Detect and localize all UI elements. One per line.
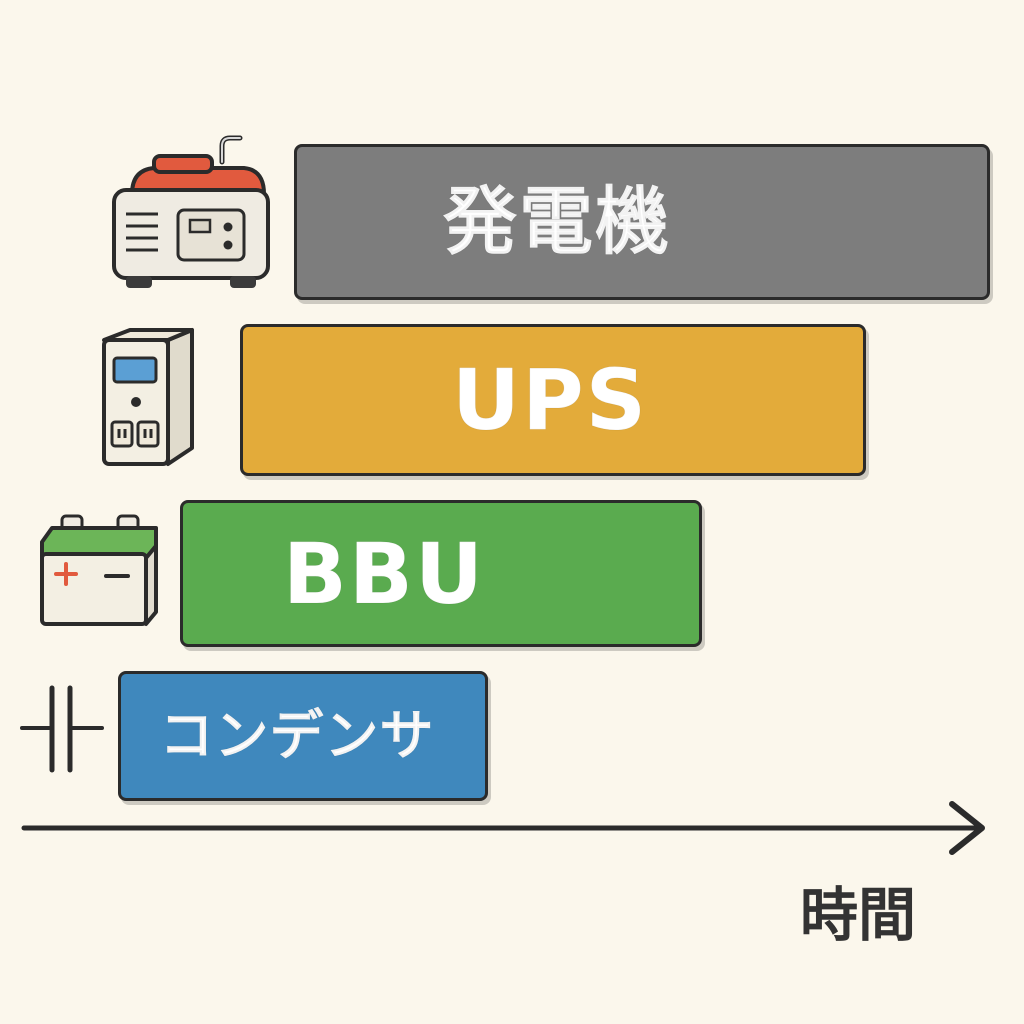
battery-icon	[40, 514, 158, 626]
capacitor-bar-label: コンデンサ	[159, 704, 435, 767]
capacitor-bar: コンデンサ	[118, 671, 488, 801]
capacitor-icon	[20, 685, 104, 773]
ups-icon	[102, 328, 194, 466]
time-axis-arrow	[21, 801, 985, 855]
ups-bar-label: UPS	[451, 351, 649, 449]
generator-icon	[112, 135, 270, 288]
time-axis-label: 時間	[800, 881, 917, 949]
ups-bar: UPS	[240, 324, 866, 476]
bbu-bar-label: BBU	[282, 524, 486, 623]
bbu-bar: BBU	[180, 500, 702, 647]
generator-bar: 発電機	[294, 144, 990, 300]
generator-bar-label: 発電機	[443, 179, 671, 265]
